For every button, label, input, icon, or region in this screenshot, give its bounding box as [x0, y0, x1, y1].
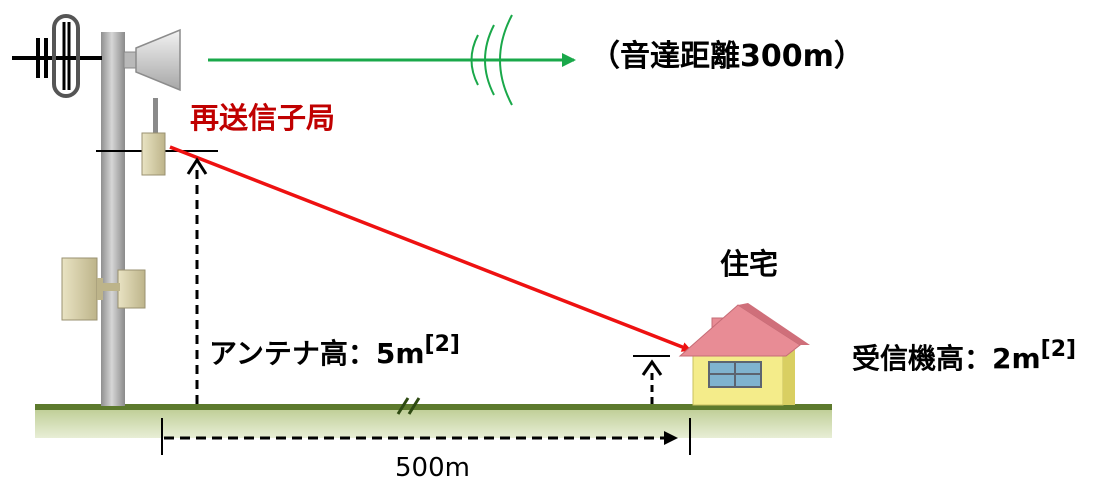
- utility-pole: [101, 32, 125, 406]
- house-label: 住宅: [720, 247, 779, 281]
- receiver-height-ref: [2]: [1040, 337, 1077, 362]
- repeater-box: [96, 132, 218, 176]
- sound-propagation: [208, 14, 576, 106]
- loudspeaker-icon: [123, 28, 181, 92]
- house-icon: [678, 303, 810, 406]
- pole-equipment: [61, 257, 146, 321]
- antenna-height-arrow: [186, 157, 208, 404]
- signal-line: [169, 145, 692, 352]
- antenna-height-ref: [2]: [424, 332, 460, 357]
- receiver-height-label: 受信機高：2m[2]: [852, 339, 1076, 375]
- sound-distance-label: （音達距離300m）: [590, 39, 864, 74]
- repeater-label: 再送信子局: [190, 101, 336, 135]
- antenna-icon: [12, 14, 102, 98]
- antenna-height-text: アンテナ高：5m: [209, 337, 425, 370]
- distance-label: 500m: [395, 453, 470, 483]
- receiver-height-arrow: [633, 355, 670, 404]
- receiver-height-text: 受信機高：2m: [852, 342, 1041, 375]
- distance-arrow: [161, 418, 691, 455]
- antenna-height-label: アンテナ高：5m[2]: [209, 334, 460, 370]
- ground: [35, 397, 832, 438]
- repeater-antenna-rod: [153, 98, 158, 136]
